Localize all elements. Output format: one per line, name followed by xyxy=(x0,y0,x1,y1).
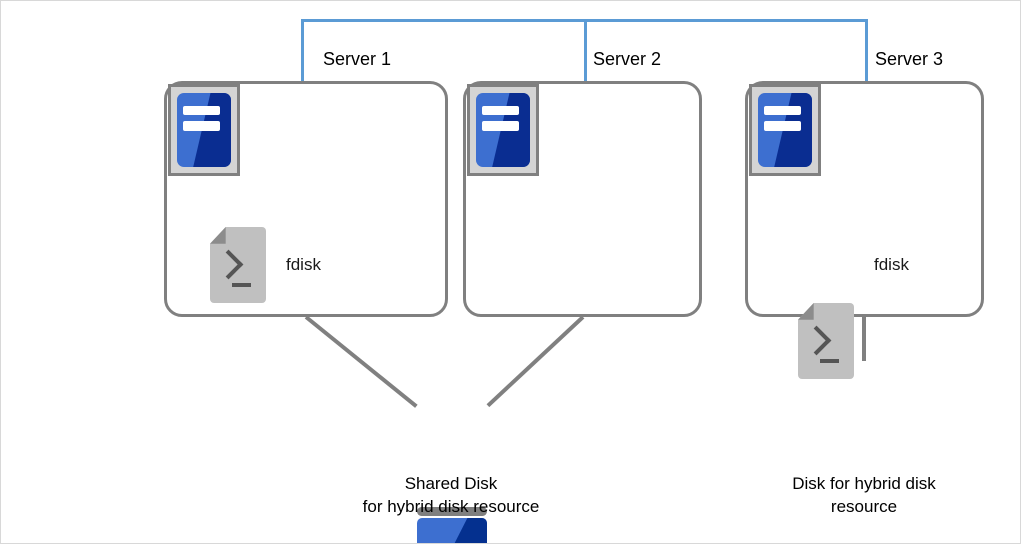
disk-platter-upper xyxy=(417,518,487,543)
server-3-fdisk-icon xyxy=(798,303,854,379)
shared-disk-caption-line-1: Shared Disk xyxy=(404,474,498,493)
server-1-fdisk-icon xyxy=(210,227,266,303)
network-drop-server-3 xyxy=(865,19,868,81)
network-drop-server-1 xyxy=(301,19,304,81)
local-disk-caption-line-2: resource xyxy=(830,496,898,516)
connector-server-2-to-shared-disk xyxy=(486,315,585,408)
connector-server-3-to-local-disk xyxy=(862,315,866,361)
server-2-label: Server 2 xyxy=(593,49,662,69)
server-3-label: Server 3 xyxy=(875,49,944,69)
shared-disk-icon[interactable] xyxy=(417,507,487,543)
network-drop-server-2 xyxy=(584,19,587,81)
connector-server-1-to-shared-disk xyxy=(304,315,418,408)
shared-disk-caption-line-2: for hybrid disk resource xyxy=(362,496,540,516)
server-1-fdisk-label: fdisk xyxy=(286,255,321,274)
local-disk-caption-line-1: Disk for hybrid disk xyxy=(792,474,936,493)
disk-bar-top xyxy=(417,507,487,516)
server-3-fdisk-label: fdisk xyxy=(874,255,909,274)
local-disk-caption: Disk for hybrid disk resource xyxy=(714,473,1014,519)
server-2-server-icon xyxy=(467,84,539,176)
server-1-server-icon xyxy=(168,84,240,176)
server-1-label: Server 1 xyxy=(323,49,392,69)
shared-disk-caption: Shared Disk for hybrid disk resource xyxy=(301,473,601,519)
server-3-server-icon xyxy=(749,84,821,176)
